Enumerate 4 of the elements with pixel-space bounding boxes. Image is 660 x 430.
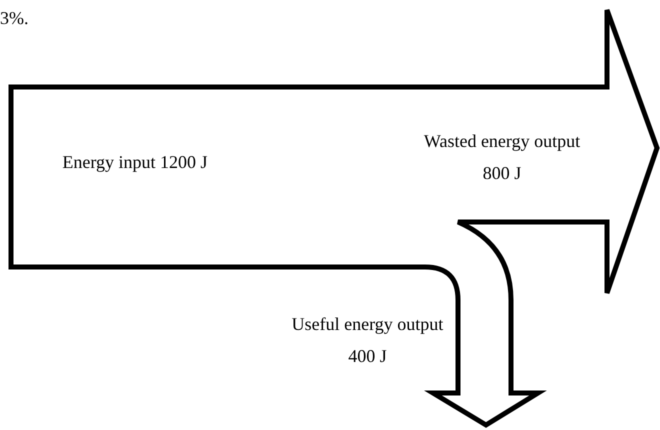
flow-label: Useful energy output 400 J [290,313,444,368]
percentage-text: 3%. [0,7,30,30]
flow-label: Energy input 1200 J [61,151,209,174]
flow-label: Wasted energy output 800 J [422,130,582,185]
